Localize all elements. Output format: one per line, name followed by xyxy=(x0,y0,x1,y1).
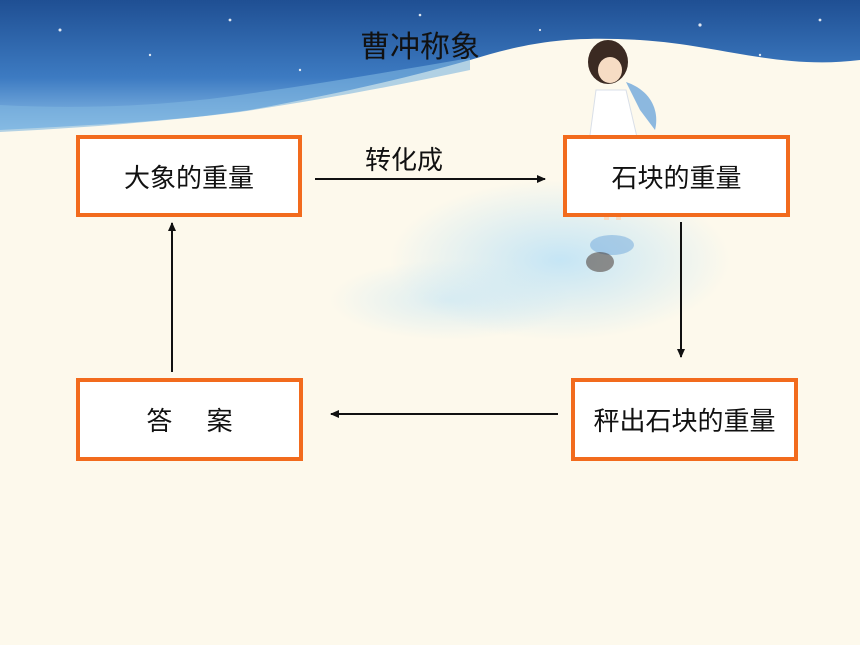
node-answer: 答 案 xyxy=(76,378,303,461)
node-elephant-weight: 大象的重量 xyxy=(76,135,302,217)
convert-label: 转化成 xyxy=(365,146,444,176)
node-weigh-stones-label: 秤出石块的重量 xyxy=(593,407,776,437)
node-stone-weight: 石块的重量 xyxy=(563,135,790,217)
node-elephant-weight-label: 大象的重量 xyxy=(123,163,254,194)
node-stone-weight-label: 石块的重量 xyxy=(611,163,742,194)
node-weigh-stones: 秤出石块的重量 xyxy=(571,378,798,461)
page-title: 曹冲称象 xyxy=(360,30,480,65)
node-answer-label: 答 案 xyxy=(146,407,233,437)
